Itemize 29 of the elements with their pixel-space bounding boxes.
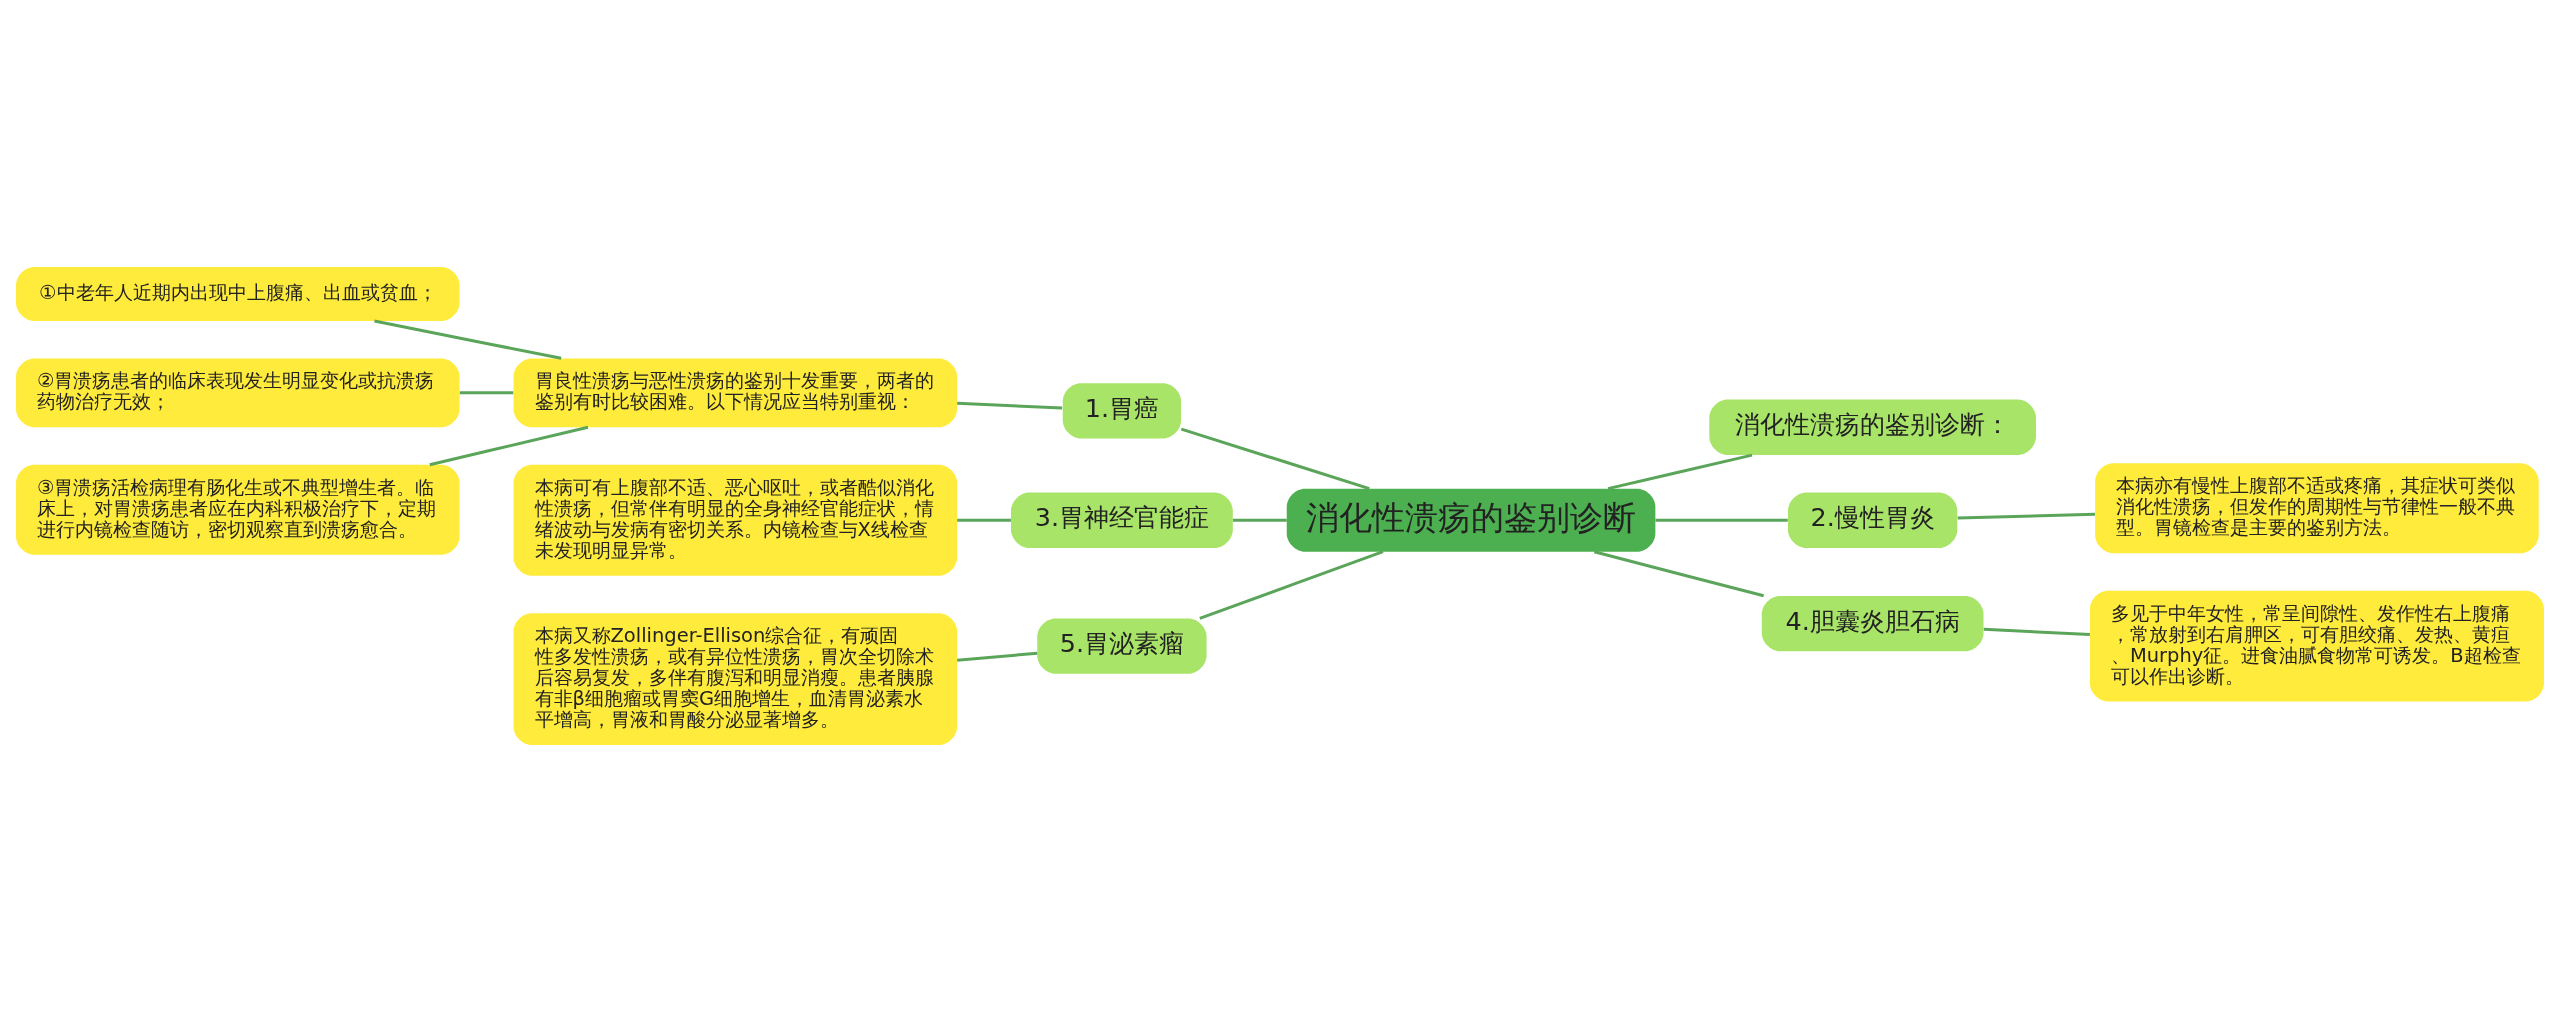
node-box: 2.慢性胃炎 — [1788, 492, 1958, 548]
node-box: ①中老年人近期内出现中上腹痛、出血或贫血； — [16, 266, 460, 321]
node-box: ②胃溃疡患者的临床表现发生明显变化或抗溃疡药物治疗无效； — [16, 357, 460, 427]
connector — [1199, 549, 1384, 620]
connector — [1983, 627, 2090, 636]
node-box: 4.胆囊炎胆石病 — [1761, 595, 1984, 651]
node-box: 5.胃泌素瘤 — [1037, 617, 1207, 674]
node-box: 本病亦有慢性上腹部不适或疼痛，其症状可类似消化性溃疡，但发作的周期性与节律性一般不典型。胃镜检查是主要的鉴别方法。 — [2095, 462, 2539, 553]
node-box: 消化性溃疡的鉴别诊断 — [1286, 488, 1656, 552]
node-box: 胃良性溃疡与恶性溃疡的鉴别十发重要，两者的鉴别有时比较困难。以下情况应当特别重视： — [513, 357, 958, 427]
node-box: ③胃溃疡活检病理有肠化生或不典型增生者。临床上，对胃溃疡患者应在内科积极治疗下，定期进行内镜检查随访，密切观察直到溃疡愈合。 — [16, 464, 460, 555]
connector — [957, 518, 1011, 522]
node-box: 1.胃癌 — [1062, 382, 1182, 439]
connector — [429, 425, 589, 466]
connector — [1180, 427, 1370, 490]
node-box: 3.胃神经官能症 — [1011, 492, 1233, 548]
node-box: 本病可有上腹部不适、恶心呕吐，或者酷似消化性溃疡，但常伴有明显的全身神经官能症状，情绪波动与发病有密切关系。内镜检查与X线检查未发现明显异常。 — [513, 464, 958, 576]
connector — [1957, 512, 2096, 519]
connector — [1232, 518, 1287, 522]
connector — [1607, 453, 1753, 490]
connector — [957, 401, 1063, 410]
node-box: 消化性溃疡的鉴别诊断： — [1709, 399, 2036, 455]
node-box: 多见于中年女性，常呈间隙性、发作性右上腹痛，常放射到右肩胛区，可有胆绞痛、发热、黄疸、Murphy征。进食油腻食物常可诱发。B超检查可以作出诊断。 — [2089, 590, 2544, 702]
connector — [1655, 518, 1788, 522]
connector — [459, 390, 514, 394]
connector — [1593, 549, 1765, 597]
connector — [957, 651, 1038, 662]
node-box: 本病又称Zollinger-Ellison综合征，有顽固性多发性溃疡，或有异位性溃疡，胃次全切除术后容易复发，多伴有腹泻和明显消瘦。患者胰腺有非β细胞瘤或胃窦G细胞增生，血清胃泌素水平增高，胃液和胃酸分泌显著增多。 — [513, 612, 958, 745]
connector — [374, 319, 562, 360]
